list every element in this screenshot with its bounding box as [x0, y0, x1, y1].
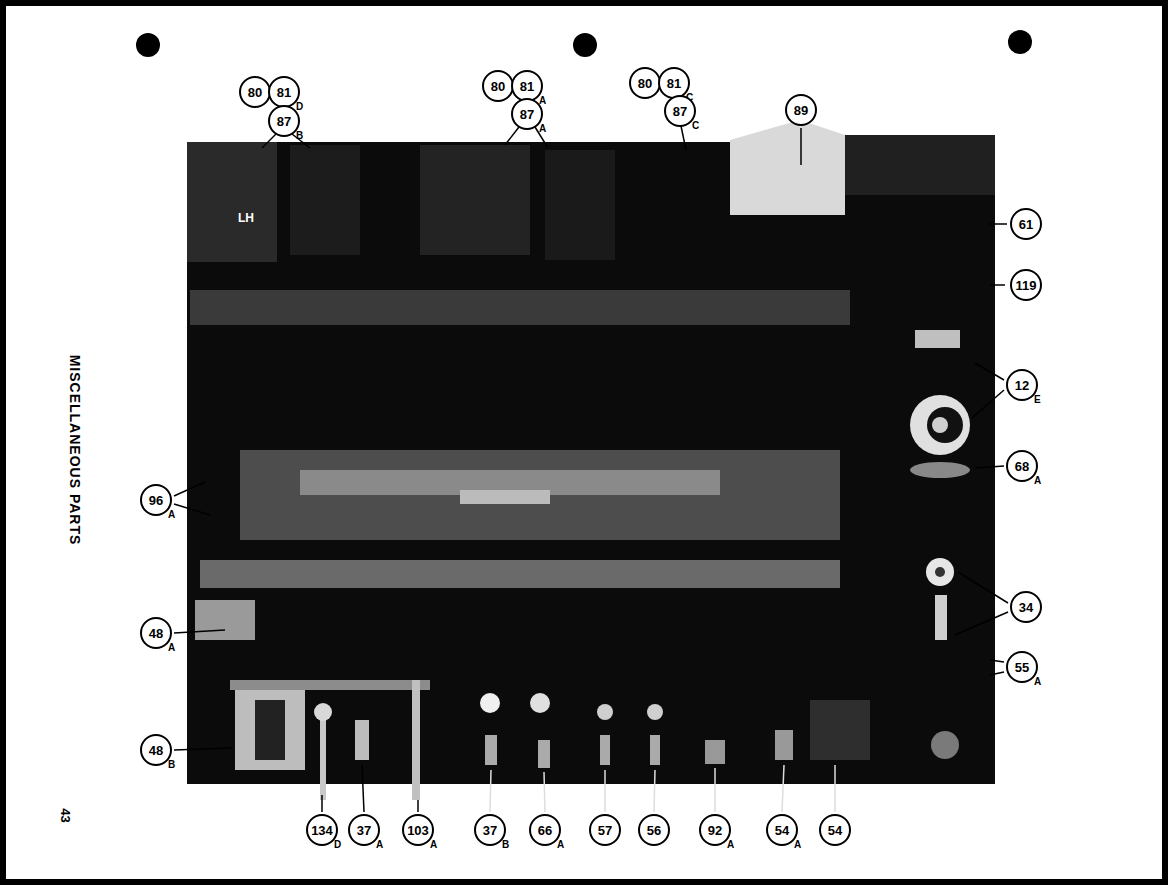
callout-number: 81: [277, 86, 291, 99]
callout-number: 48: [149, 744, 163, 757]
callout-number: 81: [667, 77, 681, 90]
callout-number: 80: [491, 80, 505, 93]
callout-number: 92: [708, 824, 722, 837]
callout-circle: 48B: [140, 734, 172, 766]
callout-circle: 119: [1010, 269, 1042, 301]
callout-suffix: A: [376, 840, 383, 850]
callout-number: 81: [520, 80, 534, 93]
callout-circle: 80: [239, 76, 271, 108]
callout-circle: 12E: [1006, 369, 1038, 401]
callout-number: 87: [673, 105, 687, 118]
callout-number: 80: [638, 77, 652, 90]
callout-number: 103: [407, 824, 429, 837]
callout-suffix: A: [794, 840, 801, 850]
callout-number: 57: [598, 824, 612, 837]
callout-circle: 81D: [268, 76, 300, 108]
callout-suffix: A: [1034, 677, 1041, 687]
callout-number: 87: [520, 108, 534, 121]
callout-circle: 54A: [766, 814, 798, 846]
callout-circle: 34: [1010, 591, 1042, 623]
callout-circle: 134D: [306, 814, 338, 846]
callout-number: 119: [1016, 279, 1037, 292]
callout-suffix: A: [168, 510, 175, 520]
callout-circle: 80: [629, 67, 661, 99]
photo-label: LH: [238, 211, 254, 225]
callout-suffix: D: [296, 102, 303, 112]
callout-circle: 89: [785, 94, 817, 126]
callout-number: 12: [1015, 379, 1029, 392]
callout-suffix: E: [1034, 395, 1041, 405]
callout-number: 54: [828, 824, 842, 837]
callout-suffix: A: [430, 840, 437, 850]
callout-number: 68: [1015, 460, 1029, 473]
callout-number: 37: [483, 824, 497, 837]
callout-circle: 87C: [664, 95, 696, 127]
callout-circle: 92A: [699, 814, 731, 846]
callout-circle: 61: [1010, 208, 1042, 240]
callout-circle: 80: [482, 70, 514, 102]
callout-number: 34: [1019, 601, 1033, 614]
callout-number: 56: [647, 824, 661, 837]
callout-number: 89: [794, 104, 808, 117]
callout-suffix: B: [502, 840, 509, 850]
callout-circle: 54: [819, 814, 851, 846]
page-number: 43: [58, 808, 73, 822]
callout-suffix: B: [168, 760, 175, 770]
callout-circle: 87B: [268, 105, 300, 137]
callout-circle: 81C: [658, 67, 690, 99]
callout-circle: 68A: [1006, 450, 1038, 482]
callout-suffix: A: [168, 643, 175, 653]
callout-suffix: D: [334, 840, 341, 850]
callout-number: 66: [538, 824, 552, 837]
callout-suffix: B: [296, 131, 303, 141]
callout-circle: 48A: [140, 617, 172, 649]
callout-suffix: A: [727, 840, 734, 850]
callout-suffix: A: [539, 124, 546, 134]
callout-circle: 57: [589, 814, 621, 846]
callout-number: 54: [775, 824, 789, 837]
callout-circle: 55A: [1006, 651, 1038, 683]
callout-circle: 37B: [474, 814, 506, 846]
callout-number: 80: [248, 86, 262, 99]
callout-circle: 103A: [402, 814, 434, 846]
page-title: MISCELLANEOUS PARTS: [67, 355, 83, 546]
callout-circle: 96A: [140, 484, 172, 516]
callout-suffix: A: [557, 840, 564, 850]
callout-suffix: A: [1034, 476, 1041, 486]
callout-number: 48: [149, 627, 163, 640]
callout-number: 37: [357, 824, 371, 837]
callout-circle: 56: [638, 814, 670, 846]
callout-circle: 87A: [511, 98, 543, 130]
callout-suffix: C: [692, 121, 699, 131]
callout-circle: 66A: [529, 814, 561, 846]
callout-number: 96: [149, 494, 163, 507]
callout-number: 134: [311, 824, 333, 837]
callout-circle: 37A: [348, 814, 380, 846]
callout-number: 55: [1015, 661, 1029, 674]
callout-number: 61: [1019, 218, 1033, 231]
callout-number: 87: [277, 115, 291, 128]
